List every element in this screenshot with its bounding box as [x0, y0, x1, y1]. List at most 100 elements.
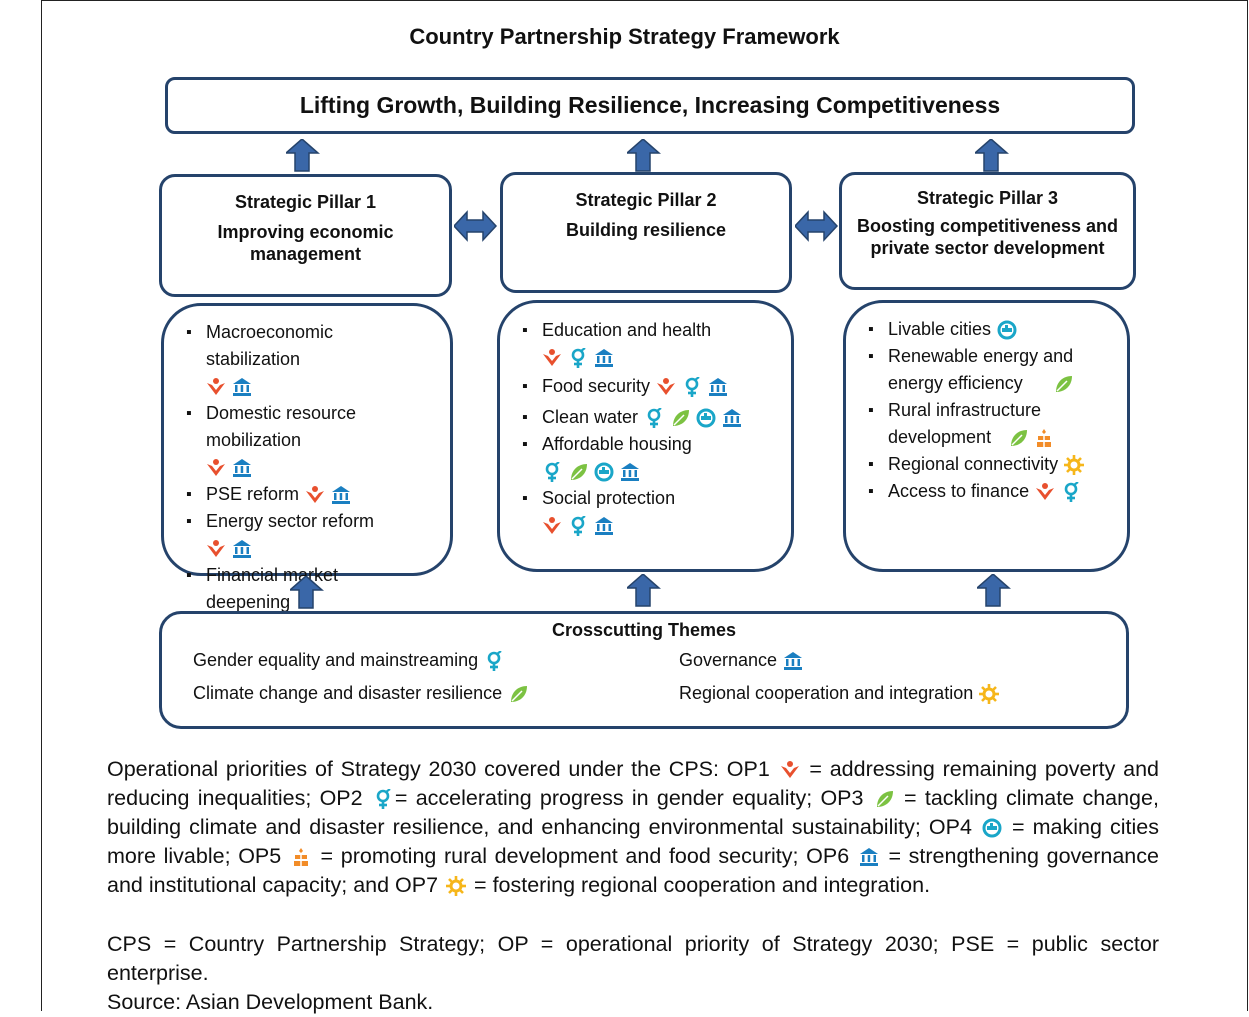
arrow-up-pillar2-goal [627, 139, 660, 172]
gender-icon [542, 462, 562, 483]
pillar-3-desc: Boosting competitiveness and private sec… [856, 216, 1119, 258]
city-circle-icon [982, 818, 1002, 838]
item-access-finance: Access to finance [888, 481, 1030, 501]
item-pse-reform: PSE reform [206, 484, 300, 504]
item-food-security: Food security [542, 376, 651, 396]
gender-icon [484, 651, 504, 672]
list-item: Access to finance [864, 478, 1119, 505]
list-item: PSE reform [182, 481, 442, 508]
pillar-1-heading: Strategic Pillar 1 [234, 192, 377, 212]
footnote-op6: = strengthening governance and instituti… [107, 844, 1159, 897]
governance-building-icon [708, 377, 728, 397]
arrow-up-pillar1-goal [286, 139, 319, 172]
list-item: Education and health [518, 317, 783, 371]
poverty-person-icon [780, 760, 800, 780]
item-affordable-housing: Affordable housing [542, 434, 692, 454]
list-item: Livable cities [864, 316, 1119, 343]
poverty-person-icon [542, 516, 562, 536]
list-item: Social protection [518, 485, 783, 539]
theme-gender: Gender equality and mainstreaming [193, 650, 504, 672]
city-circle-icon [594, 462, 614, 482]
list-item: Renewable energy and energy efficiency [864, 343, 1119, 397]
pillar-3-list-box: Livable cities Renewable energy and ener… [843, 300, 1130, 572]
pillar-2-box: Strategic Pillar 2 Building resilience [500, 172, 792, 293]
item-financial-market: Financial market deepening [206, 565, 339, 612]
poverty-person-icon [305, 485, 325, 505]
sun-gear-icon [979, 684, 1000, 705]
governance-building-icon [331, 485, 351, 505]
poverty-person-icon [206, 458, 226, 478]
governance-building-icon [594, 516, 614, 536]
leaf-icon [1008, 428, 1028, 448]
item-livable-cities: Livable cities [888, 319, 992, 339]
pillar-3-box: Strategic Pillar 3 Boosting competitiven… [839, 172, 1136, 290]
item-domestic-resource: Domestic resource mobilization [206, 403, 357, 450]
arrow-double-pillar1-pillar2 [454, 211, 497, 241]
governance-building-icon [783, 651, 803, 671]
theme-governance-label: Governance [679, 650, 778, 670]
arrow-up-crosscutting-pillar2 [627, 574, 660, 607]
governance-building-icon [859, 847, 879, 867]
list-item: Food security [518, 373, 783, 400]
figure-title: Country Partnership Strategy Framework [409, 24, 840, 49]
rural-wheat-icon [291, 847, 311, 868]
gender-icon [682, 377, 702, 398]
poverty-person-icon [1035, 482, 1055, 502]
list-item: Domestic resource mobilization [182, 400, 442, 481]
item-rural-infrastructure: Rural infrastructure development [888, 400, 1042, 447]
pillar-2-list-box: Education and health Food security Clean… [497, 300, 794, 572]
governance-building-icon [594, 348, 614, 368]
footnote-op3: = tackling climate change, building clim… [107, 786, 1159, 839]
pillar-1-list-box: Macroeconomic stabilization Domestic res… [161, 303, 453, 640]
crosscutting-heading: Crosscutting Themes [551, 620, 737, 640]
governance-building-icon [232, 539, 252, 559]
item-macroeconomic: Macroeconomic stabilization [206, 322, 334, 369]
theme-regional-label: Regional cooperation and integration [679, 683, 974, 703]
governance-building-icon [232, 377, 252, 397]
crosscutting-box: Crosscutting Themes Gender equality and … [159, 611, 1129, 729]
rural-wheat-icon [1034, 428, 1054, 448]
arrow-up-pillar3-goal [975, 139, 1008, 172]
sun-gear-icon [1064, 455, 1085, 476]
list-item: Regional connectivity [864, 451, 1119, 478]
footnote-intro: Operational priorities of Strategy 2030 … [107, 757, 770, 781]
leaf-icon [1053, 374, 1073, 394]
gender-icon [1061, 482, 1081, 503]
list-item: Rural infrastructure development [864, 397, 1119, 451]
goal-box: Lifting Growth, Building Resilience, Inc… [165, 77, 1135, 134]
theme-regional: Regional cooperation and integration [679, 683, 1000, 705]
list-item: Financial market deepening [182, 562, 442, 643]
footnote-op5: = promoting rural development and food s… [320, 844, 850, 868]
item-clean-water: Clean water [542, 407, 639, 427]
governance-building-icon [232, 458, 252, 478]
pillar-1-desc: Improving economic management [217, 222, 394, 264]
city-circle-icon [696, 408, 716, 428]
pillar-1-box: Strategic Pillar 1 Improving economic ma… [159, 174, 452, 297]
poverty-person-icon [656, 377, 676, 397]
pillar-3-heading: Strategic Pillar 3 [916, 188, 1059, 208]
footnote-op2: = accelerating progress in gender equali… [394, 786, 864, 810]
footnote-op1: = addressing remaining poverty and reduc… [107, 757, 1159, 810]
theme-climate-label: Climate change and disaster resilience [193, 683, 503, 703]
goal-text: Lifting Growth, Building Resilience, Inc… [299, 92, 1001, 118]
theme-governance: Governance [679, 650, 803, 671]
arrow-up-crosscutting-pillar1 [290, 576, 323, 609]
footnote-op-legend: Operational priorities of Strategy 2030 … [107, 755, 1159, 900]
leaf-icon [508, 684, 528, 704]
list-item: Macroeconomic stabilization [182, 319, 442, 400]
footnote-op7: = fostering regional cooperation and int… [474, 873, 931, 897]
item-regional-connectivity: Regional connectivity [888, 454, 1059, 474]
leaf-icon [670, 408, 690, 428]
list-item: Energy sector reform [182, 508, 442, 562]
item-social-protection: Social protection [542, 488, 676, 508]
sun-gear-icon [446, 876, 467, 897]
arrow-up-crosscutting-pillar3 [977, 574, 1010, 607]
city-circle-icon [997, 320, 1017, 340]
poverty-person-icon [542, 348, 562, 368]
poverty-person-icon [206, 539, 226, 559]
pillar-2-desc: Building resilience [565, 220, 727, 240]
arrow-double-pillar2-pillar3 [795, 211, 838, 241]
list-item: Clean water [518, 404, 783, 431]
gender-icon [568, 516, 588, 537]
item-renewable-energy: Renewable energy and energy efficiency [888, 346, 1074, 393]
